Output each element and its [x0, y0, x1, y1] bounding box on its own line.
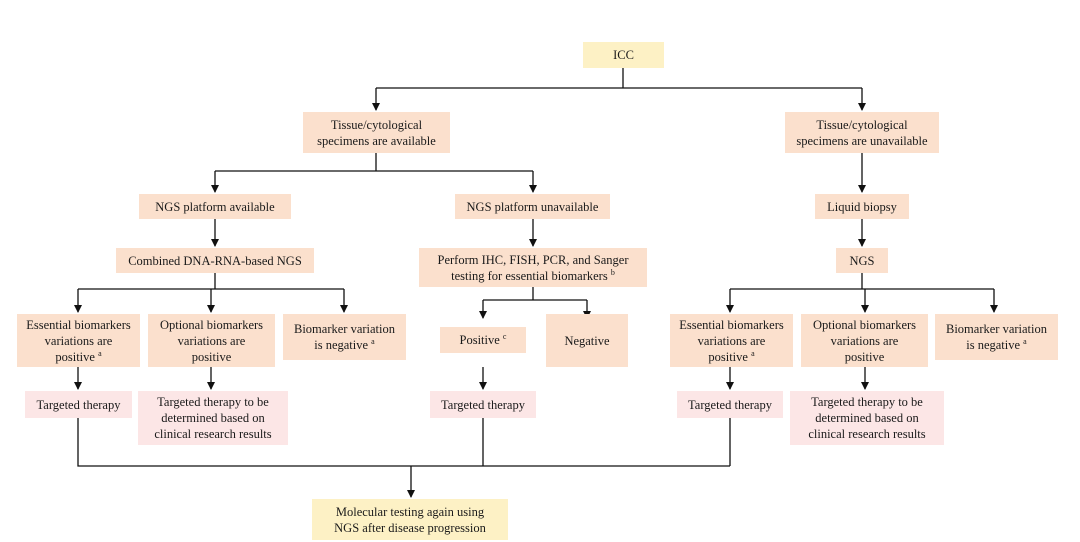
connector-middle-branch [483, 287, 587, 301]
right-optional-box: Optional biomarkers variations are posit… [801, 314, 928, 367]
tissue-available-label: Tissue/cytological specimens are availab… [317, 117, 436, 148]
left-to-be-determined-box: Targeted therapy to be determined based … [138, 391, 288, 445]
final-molecular-testing-label: Molecular testing again using NGS after … [334, 504, 486, 535]
perform-tests-label: Perform IHC, FISH, PCR, and Sanger testi… [437, 252, 629, 283]
right-essential-box: Essential biomarkers variations are posi… [670, 314, 793, 367]
left-to-be-determined-label: Targeted therapy to be determined based … [154, 395, 272, 441]
ngs-available-box: NGS platform available [139, 194, 291, 219]
liquid-biopsy-box: Liquid biopsy [815, 194, 909, 219]
tissue-available-box: Tissue/cytological specimens are availab… [303, 112, 450, 153]
icc-box: ICC [583, 42, 664, 68]
connector-left-branch [78, 273, 344, 290]
left-essential-label: Essential biomarkers variations are posi… [26, 317, 131, 364]
right-essential-footnote: a [751, 348, 755, 358]
combined-ngs-label: Combined DNA-RNA-based NGS [128, 253, 302, 268]
ngs-label: NGS [849, 253, 875, 268]
positive-footnote: c [502, 332, 507, 341]
connector-right-branch [730, 273, 994, 290]
left-essential-footnote: a [98, 348, 102, 358]
ngs-available-label: NGS platform available [155, 199, 275, 214]
left-essential-box: Essential biomarkers variations are posi… [17, 314, 140, 367]
final-molecular-testing-box: Molecular testing again using NGS after … [312, 499, 508, 540]
icc-label: ICC [613, 48, 634, 62]
positive-label: Positive c [459, 332, 507, 348]
right-essential-label: Essential biomarkers variations are posi… [679, 317, 784, 364]
right-to-be-determined-label: Targeted therapy to be determined based … [808, 395, 926, 441]
negative-label: Negative [564, 333, 610, 348]
right-to-be-determined-box: Targeted therapy to be determined based … [790, 391, 944, 445]
ngs-box: NGS [836, 248, 888, 273]
connector-tissue-branch [215, 153, 533, 172]
right-negative-footnote: a [1023, 337, 1027, 346]
negative-box: Negative [546, 314, 628, 367]
right-targeted-therapy-box: Targeted therapy [677, 391, 783, 418]
positive-box: Positive c [440, 327, 526, 353]
right-optional-label: Optional biomarkers variations are posit… [812, 317, 917, 364]
left-targeted-therapy-box: Targeted therapy [25, 391, 132, 418]
tissue-unavailable-label: Tissue/cytological specimens are unavail… [796, 117, 928, 148]
left-negative-label: Biomarker variation is negative a [293, 322, 395, 352]
left-negative-footnote: a [371, 337, 375, 346]
right-negative-label: Biomarker variation is negative a [945, 322, 1047, 352]
perform-tests-box: Perform IHC, FISH, PCR, and Sanger testi… [419, 248, 647, 287]
left-optional-box: Optional biomarkers variations are posit… [148, 314, 275, 367]
right-negative-box: Biomarker variation is negative a [935, 314, 1058, 360]
left-targeted-therapy-label: Targeted therapy [36, 397, 121, 412]
left-optional-label: Optional biomarkers variations are posit… [159, 317, 264, 364]
tissue-unavailable-box: Tissue/cytological specimens are unavail… [785, 112, 939, 153]
ngs-unavailable-box: NGS platform unavailable [455, 194, 610, 219]
left-negative-box: Biomarker variation is negative a [283, 314, 406, 360]
middle-targeted-therapy-box: Targeted therapy [430, 391, 536, 418]
connector-root-branch [376, 68, 862, 89]
right-targeted-therapy-label: Targeted therapy [688, 397, 772, 412]
middle-targeted-therapy-label: Targeted therapy [441, 397, 525, 412]
connector-merge [77, 418, 731, 467]
liquid-biopsy-label: Liquid biopsy [827, 199, 897, 214]
combined-ngs-box: Combined DNA-RNA-based NGS [116, 248, 314, 273]
ngs-unavailable-label: NGS platform unavailable [466, 199, 599, 214]
perform-tests-footnote: b [610, 267, 615, 277]
